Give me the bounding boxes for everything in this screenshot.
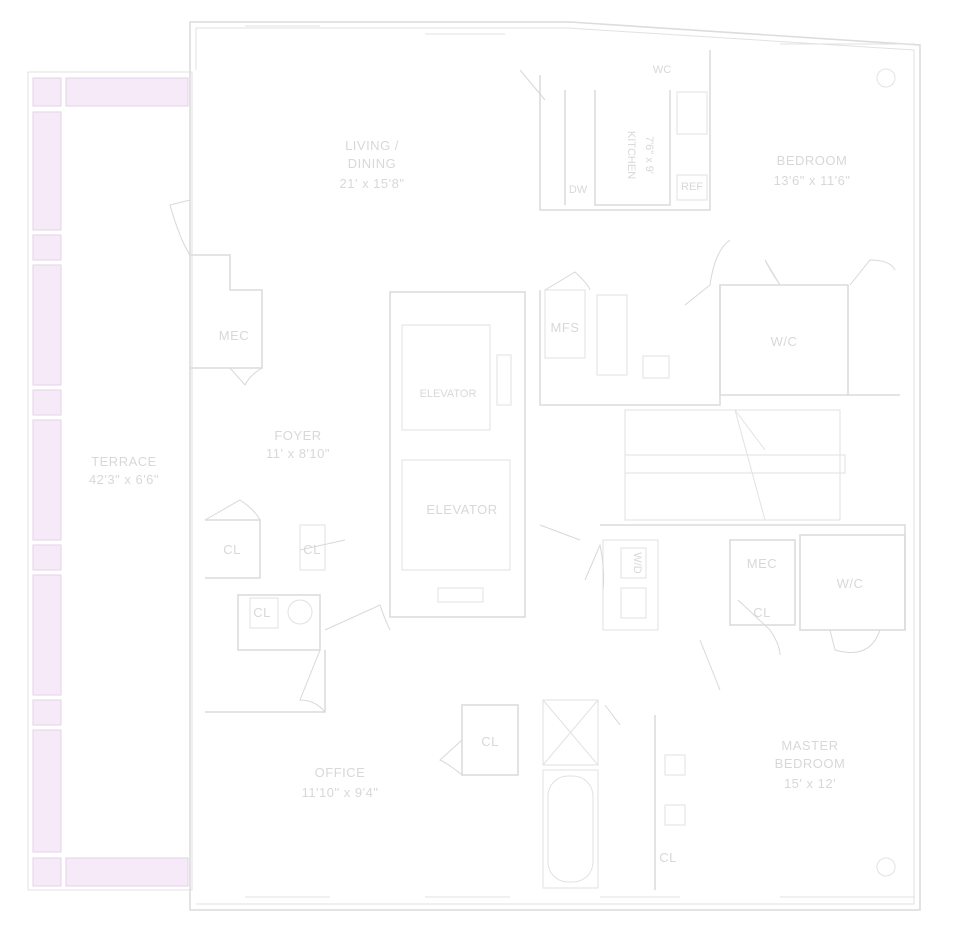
planter [32, 419, 62, 541]
foyer-dims: 11' x 8'10" [266, 446, 330, 461]
planter [32, 77, 62, 107]
planter [32, 111, 62, 231]
living-name2: DINING [348, 156, 397, 171]
planter [32, 544, 62, 571]
interior-walls [190, 50, 906, 890]
office-dims: 11'10" x 9'4" [302, 785, 379, 800]
foyer-name: FOYER [274, 428, 321, 443]
mec-label-2: MEC [747, 556, 777, 571]
master-dims: 15' x 12' [784, 776, 836, 791]
doors [169, 69, 896, 776]
master-name: MASTER [781, 738, 838, 753]
planter [32, 264, 62, 386]
refrigerator-label: REF [681, 181, 703, 193]
living-dims: 21' x 15'8" [340, 176, 405, 191]
mfs-label: MFS [551, 320, 580, 335]
bedroom-name: BEDROOM [777, 153, 848, 168]
closet-label: CL [223, 542, 241, 557]
planter [32, 389, 62, 416]
elevator-label: ELEVATOR [420, 388, 477, 400]
exterior-walls [189, 21, 921, 911]
mec-label: MEC [219, 328, 249, 343]
kitchen-dims: 7'6" x 9' [643, 136, 655, 174]
planter [32, 574, 62, 696]
terrace-label: TERRACE 42'3" x 6'6" [89, 454, 159, 487]
planter [65, 77, 189, 107]
bedroom-label: BEDROOM 13'6" x 11'6" [774, 153, 851, 188]
closet-label: CL [753, 605, 771, 620]
elevator-label-2: ELEVATOR [426, 502, 497, 517]
closet-label: CL [659, 850, 677, 865]
terrace [27, 71, 193, 891]
bedroom-dims: 13'6" x 11'6" [774, 173, 851, 188]
terrace-dims: 42'3" x 6'6" [89, 472, 159, 487]
office-label: OFFICE 11'10" x 9'4" [302, 765, 379, 800]
wic-label: W/C [771, 334, 798, 349]
closet-label: CL [303, 542, 321, 557]
planter [65, 857, 189, 887]
master-bedroom-label: MASTER BEDROOM 15' x 12' [775, 738, 846, 791]
living-name: LIVING / [345, 138, 399, 153]
wd-label: W/D [631, 552, 643, 573]
kitchen-label: KITCHEN 7'6" x 9' [625, 131, 655, 179]
terrace-name: TERRACE [91, 454, 157, 469]
planter [32, 699, 62, 726]
foyer-label: FOYER 11' x 8'10" [266, 428, 330, 461]
kitchen-name: KITCHEN [625, 131, 637, 179]
dishwasher-label: DW [569, 184, 588, 196]
planter [32, 234, 62, 261]
living-dining-label: LIVING / DINING 21' x 15'8" [340, 138, 405, 191]
wic-label-2: W/C [837, 576, 864, 591]
planter [32, 729, 62, 853]
office-name: OFFICE [315, 765, 366, 780]
closet-label: CL [481, 734, 499, 749]
wc-label: WC [653, 64, 671, 76]
master-name2: BEDROOM [775, 756, 846, 771]
closet-label: CL [253, 605, 271, 620]
planter [32, 857, 62, 887]
